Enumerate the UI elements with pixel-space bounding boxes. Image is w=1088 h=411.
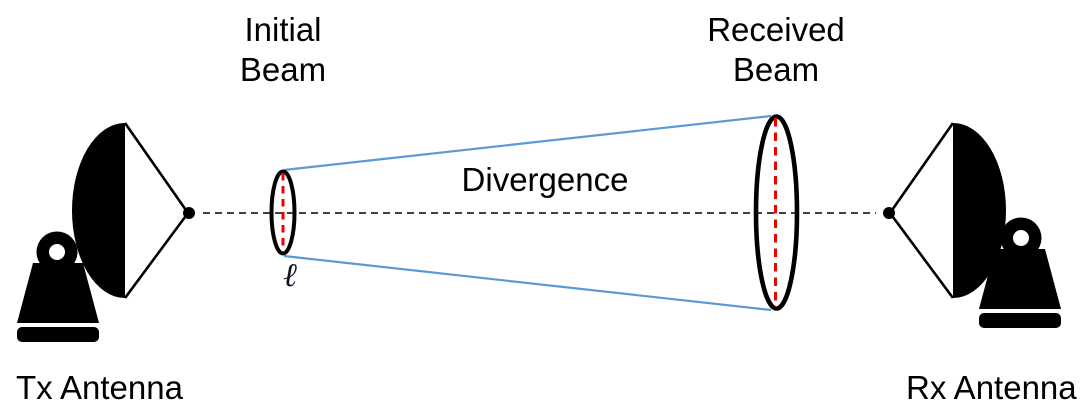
tx-antenna-label: Tx Antenna [16, 369, 183, 406]
rx-feed-point [883, 207, 895, 219]
divergence-label: Divergence [461, 161, 629, 198]
initial-beam-label-line1: Initial [244, 11, 322, 48]
rx-pedestal [979, 249, 1061, 309]
received-beam-label-line2: Beam [732, 51, 820, 88]
beam-width-symbol-label: ℓ [283, 255, 297, 294]
rx-antenna-label: Rx Antenna [906, 369, 1077, 406]
rx-mount-hub-hole [1013, 230, 1029, 246]
tx-feed-cone [123, 122, 190, 299]
initial-beam-label-line2: Beam [239, 51, 327, 88]
initial-beam-label: Initial Beam [183, 10, 383, 90]
initial-beam-ellipse [269, 169, 297, 256]
tx-antenna-icon [17, 122, 195, 342]
rx-dish [953, 123, 1006, 298]
rx-antenna-base [979, 217, 1061, 328]
tx-mount-hub-hole [49, 244, 65, 260]
received-beam-label: Received Beam [676, 10, 876, 90]
tx-feed-point [183, 207, 195, 219]
tx-base-bar [17, 327, 99, 342]
tx-pedestal [17, 263, 99, 323]
divergence-upper-beam-line [283, 114, 772, 172]
received-beam-ellipse [753, 114, 800, 311]
tx-dish [72, 123, 125, 298]
rx-feed-cone [888, 122, 955, 299]
rx-antenna-icon [883, 122, 1061, 328]
received-beam-label-line1: Received [707, 11, 845, 48]
rx-base-bar [979, 313, 1061, 328]
divergence-lower-beam-line [283, 254, 772, 312]
